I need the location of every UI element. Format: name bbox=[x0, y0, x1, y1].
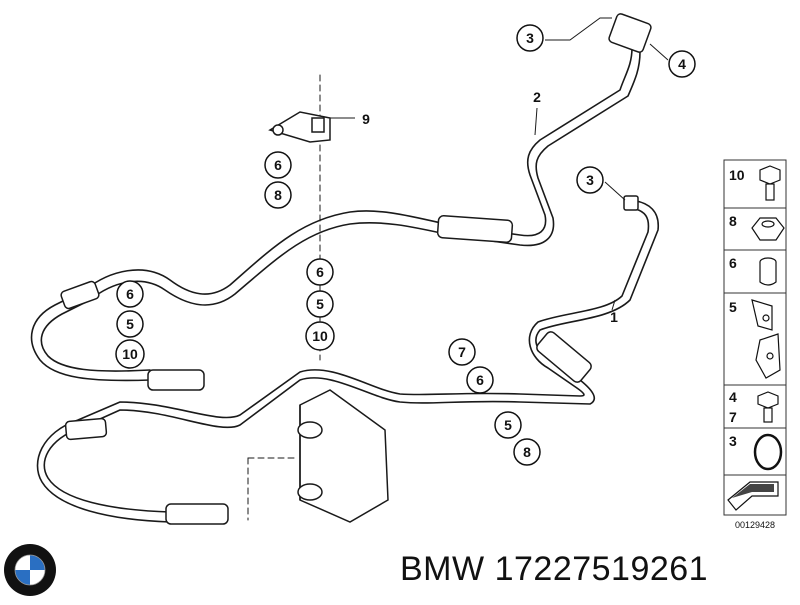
fitting-right-end bbox=[623, 195, 639, 211]
callout-label: 6 bbox=[476, 372, 484, 388]
sleeve-icon bbox=[759, 257, 777, 286]
side-parts-panel: 10 8 6 5 4 7 3 bbox=[723, 159, 787, 516]
pipe-1-right bbox=[43, 199, 659, 513]
callout-4-top: 4 bbox=[668, 50, 696, 78]
callout-label: 7 bbox=[458, 344, 466, 360]
coupling-right bbox=[536, 331, 592, 383]
oil-cooler bbox=[297, 389, 389, 523]
callout-label: 9 bbox=[362, 111, 370, 127]
pipe-2-upper bbox=[30, 47, 633, 382]
callout-5-b: 5 bbox=[116, 310, 144, 338]
callout-label: 5 bbox=[126, 316, 134, 332]
pipe-2-upper-inner bbox=[40, 51, 641, 372]
callout-6-c: 6 bbox=[306, 258, 334, 286]
pipe-1-right-inner bbox=[36, 207, 650, 523]
callout-label: 3 bbox=[586, 172, 594, 188]
callout-label: 3 bbox=[526, 30, 534, 46]
callout-10-c: 10 bbox=[305, 321, 335, 351]
callout-5-d: 5 bbox=[494, 411, 522, 439]
coupling-mid bbox=[147, 369, 205, 391]
callout-1: 1 bbox=[610, 309, 618, 325]
fittings bbox=[60, 13, 652, 525]
callout-9: 9 bbox=[362, 111, 370, 127]
callout-label: 4 bbox=[678, 56, 686, 72]
side-item-label: 7 bbox=[729, 409, 737, 425]
callout-label: 6 bbox=[316, 264, 324, 280]
callout-6-b: 6 bbox=[116, 280, 144, 308]
pipe-lines bbox=[30, 47, 659, 523]
coupling-left-bottom bbox=[64, 417, 108, 441]
coupling-upper bbox=[436, 215, 514, 243]
callout-10-b: 10 bbox=[115, 339, 145, 369]
side-item-label: 4 bbox=[729, 389, 737, 405]
side-item-label: 8 bbox=[729, 213, 737, 229]
side-item-label: 6 bbox=[729, 255, 737, 271]
side-item-label: 5 bbox=[729, 299, 737, 315]
callout-5-c: 5 bbox=[306, 290, 334, 318]
callout-3-top: 3 bbox=[516, 24, 544, 52]
callout-label: 10 bbox=[312, 328, 328, 344]
bracket-9 bbox=[268, 111, 331, 143]
callout-label: 2 bbox=[533, 89, 541, 105]
callout-label: 10 bbox=[122, 346, 138, 362]
clip-icon bbox=[751, 299, 781, 379]
callout-2: 2 bbox=[533, 89, 541, 105]
part-number: 17227519261 bbox=[494, 550, 709, 588]
coupling-left-top bbox=[60, 280, 100, 310]
callout-7: 7 bbox=[448, 338, 476, 366]
callout-label: 8 bbox=[274, 187, 282, 203]
callout-6-d: 6 bbox=[466, 366, 494, 394]
nut-icon bbox=[751, 217, 785, 241]
side-item-label: 10 bbox=[729, 167, 745, 183]
callout-6-a: 6 bbox=[264, 151, 292, 179]
diagram-code: 00129428 bbox=[735, 520, 775, 530]
callout-8-d: 8 bbox=[513, 438, 541, 466]
callout-label: 1 bbox=[610, 309, 618, 325]
fitting-top bbox=[608, 13, 652, 53]
callout-label: 6 bbox=[274, 157, 282, 173]
bolt-icon bbox=[759, 165, 781, 201]
side-item-label: 3 bbox=[729, 433, 737, 449]
callouts: 3 4 2 9 6 8 3 1 6 5 10 6 5 10 7 6 5 8 bbox=[115, 24, 696, 466]
callout-8-a: 8 bbox=[264, 181, 292, 209]
brand-name: BMW bbox=[400, 550, 485, 588]
screw-icon bbox=[757, 391, 779, 423]
arrow-icon bbox=[727, 481, 779, 511]
callout-label: 6 bbox=[126, 286, 134, 302]
callout-label: 5 bbox=[504, 417, 512, 433]
o-ring-icon bbox=[753, 433, 783, 471]
coupling-bottom bbox=[165, 503, 229, 525]
callout-3-mid: 3 bbox=[576, 166, 604, 194]
callout-label: 5 bbox=[316, 296, 324, 312]
bmw-roundel-icon bbox=[4, 544, 56, 596]
callout-label: 8 bbox=[523, 444, 531, 460]
leader-lines bbox=[330, 17, 669, 311]
